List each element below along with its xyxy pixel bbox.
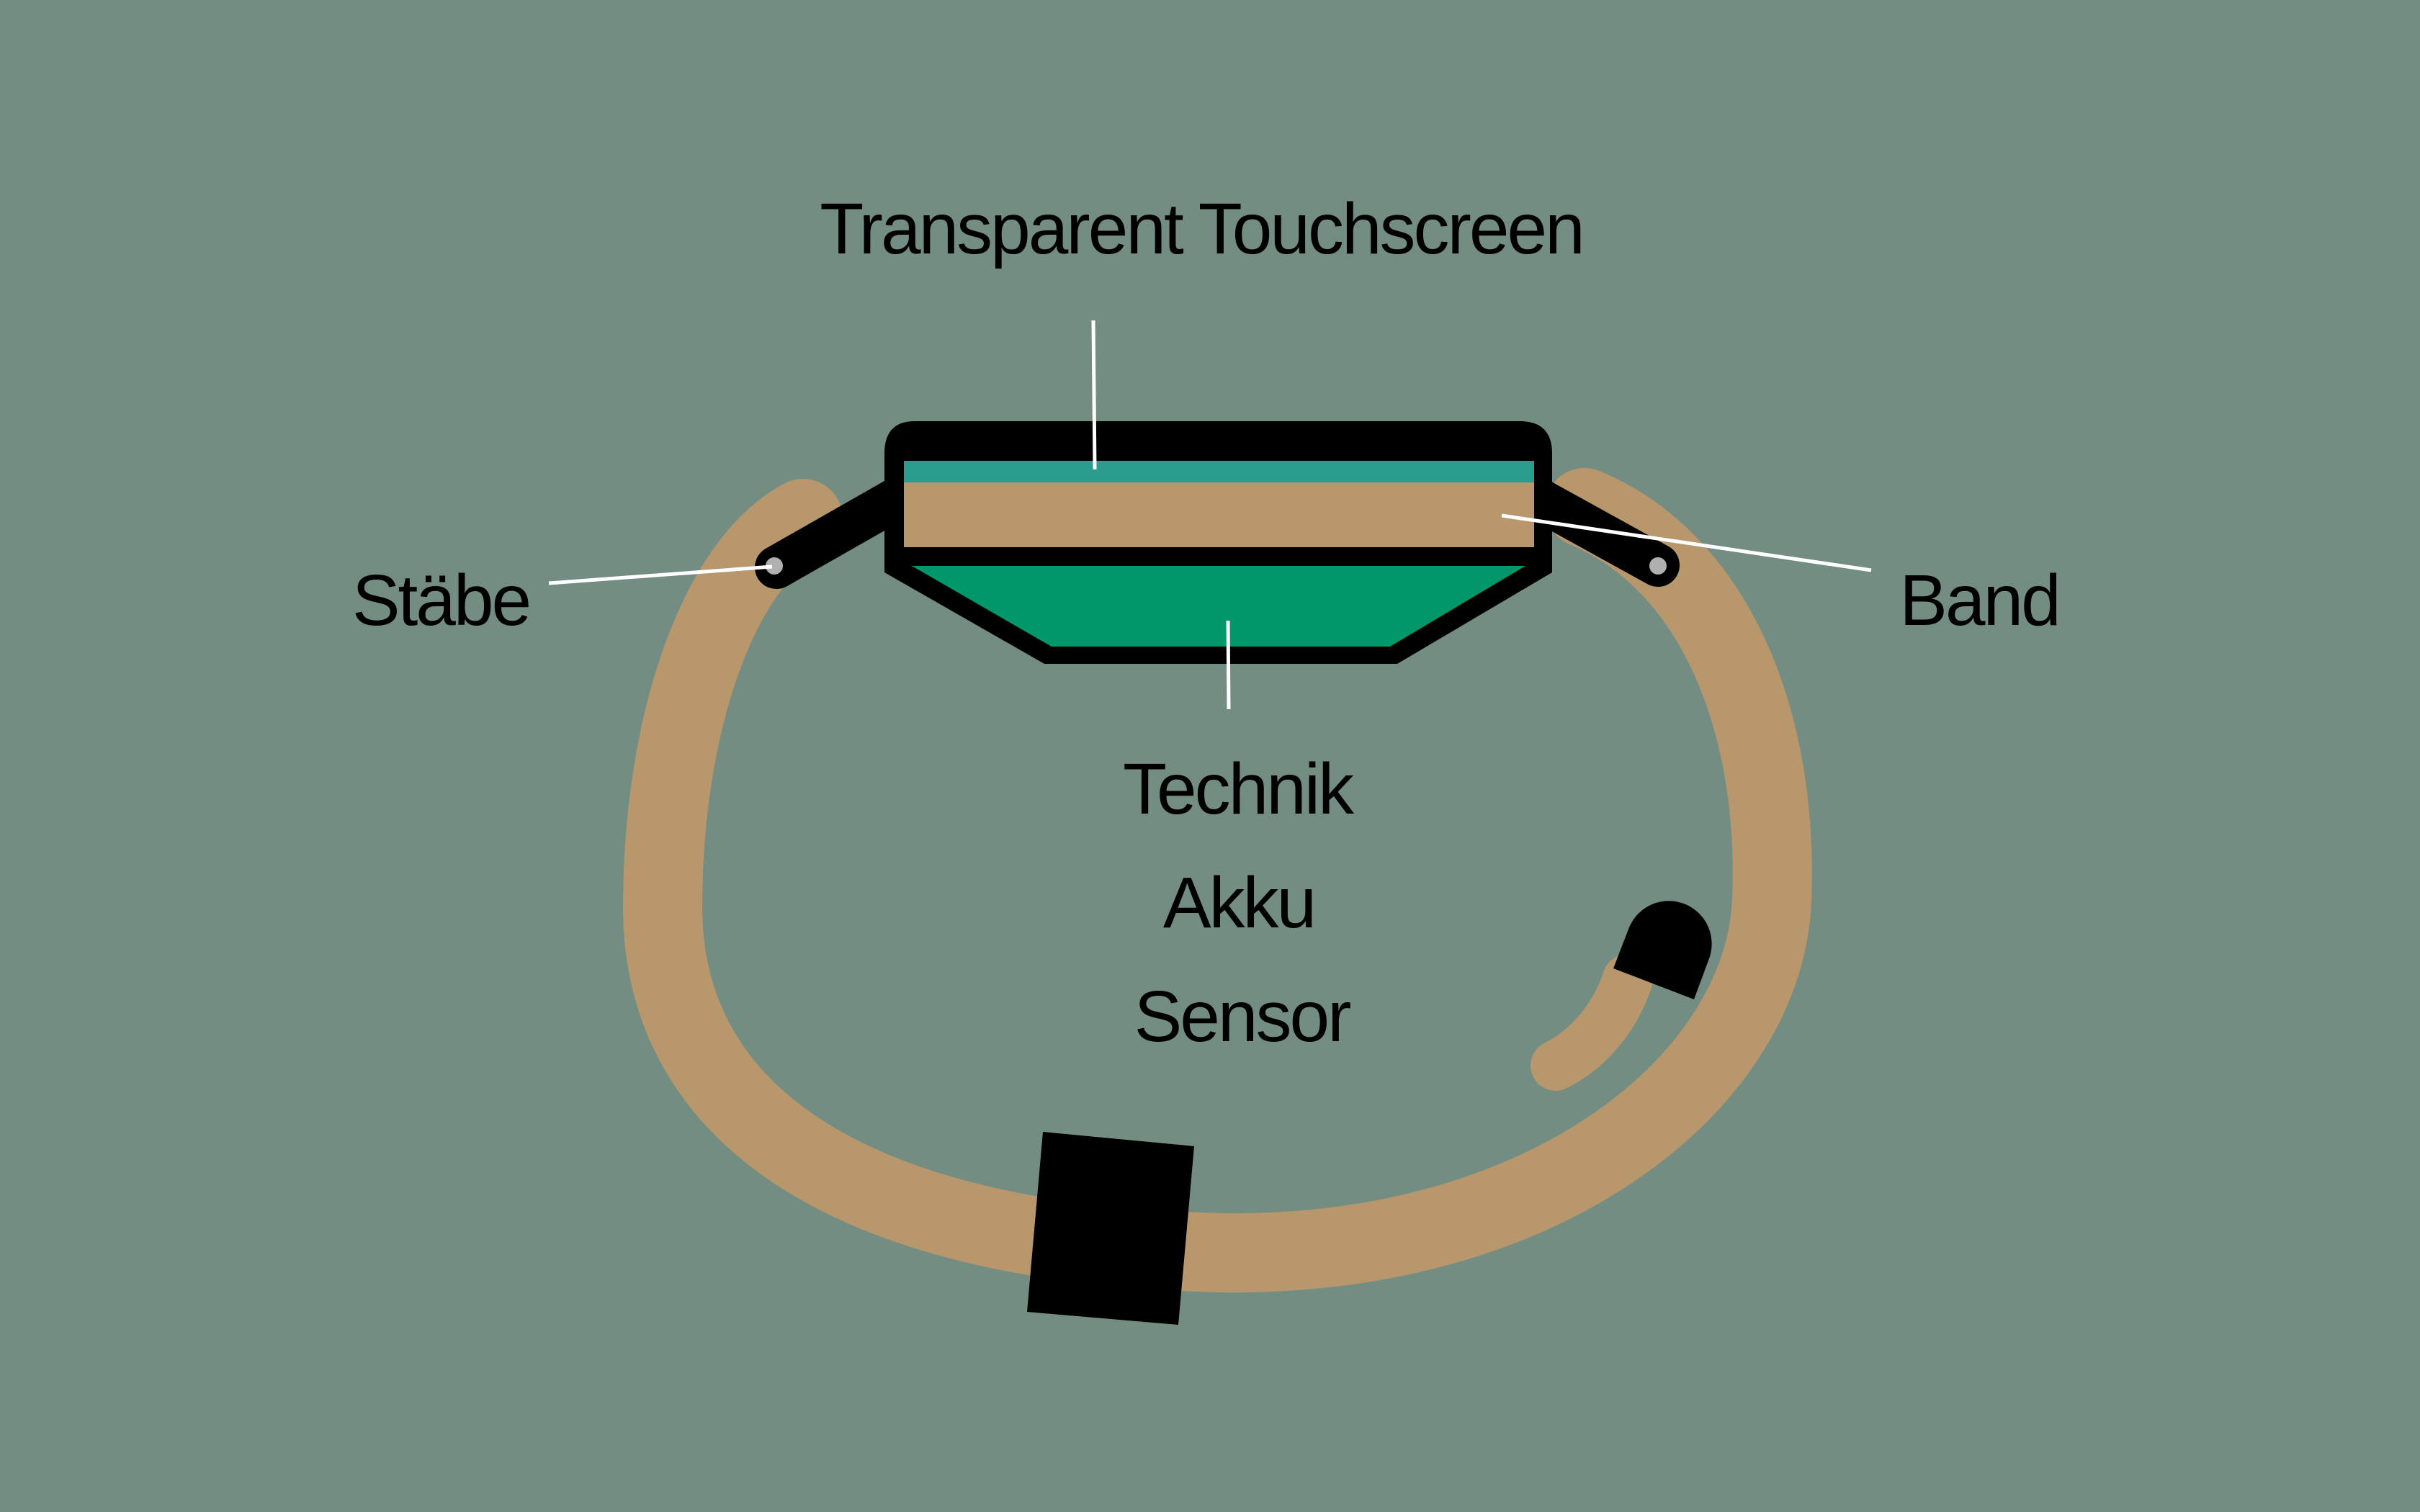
label-tech-line-2: Akku: [1163, 863, 1314, 943]
touchscreen-layer: [904, 461, 1534, 482]
label-band: Band: [1899, 560, 2059, 641]
leader-band: [1501, 513, 1872, 572]
band-tip: [1531, 954, 1653, 1091]
tech-module: [912, 566, 1525, 647]
buckle-stud: [1613, 901, 1712, 999]
bar-pin-left: [766, 557, 783, 575]
case-middle-layer: [904, 482, 1534, 547]
label-bars: Stäbe: [352, 560, 529, 641]
leader-bars: [548, 564, 773, 585]
label-tech-line-3: Sensor: [1134, 976, 1351, 1057]
label-touchscreen: Transparent Touchscreen: [820, 189, 1582, 269]
leader-screen: [1091, 320, 1097, 470]
band-loop: [622, 468, 1812, 1293]
leader-tech: [1226, 620, 1231, 710]
label-tech-line-1: Technik: [1123, 749, 1355, 829]
band-keeper: [1027, 1132, 1194, 1325]
connector-left: [755, 475, 922, 589]
bar-pin-right: [1649, 557, 1667, 575]
